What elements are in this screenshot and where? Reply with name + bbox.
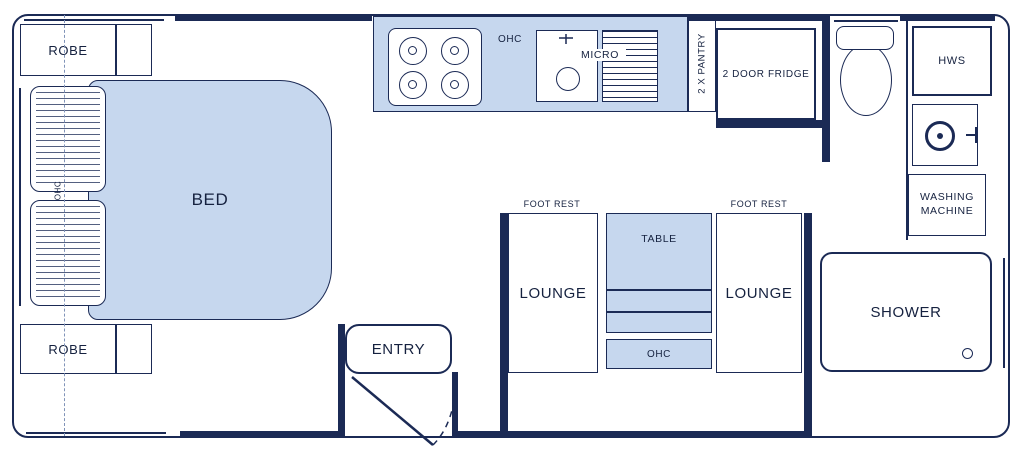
bedside-cabinet-top	[116, 24, 152, 76]
lounge-left: LOUNGE	[508, 213, 598, 373]
bedside-cabinet-bottom	[116, 324, 152, 374]
robe-bottom: ROBE	[20, 324, 116, 374]
cooktop-icon	[388, 28, 482, 106]
window-line	[24, 19, 164, 21]
burner-icon	[441, 71, 469, 99]
table-label: TABLE	[641, 233, 677, 245]
washing-machine-label: MACHINE	[920, 205, 974, 217]
bed-label: BED	[191, 190, 229, 209]
window-line	[19, 88, 21, 306]
hws-label: HWS	[938, 55, 966, 67]
robe-top: ROBE	[20, 24, 116, 76]
lounge-left-label: LOUNGE	[519, 284, 587, 302]
robe-top-label: ROBE	[48, 42, 88, 58]
burner-icon	[399, 71, 427, 99]
robe-bottom-label: ROBE	[48, 341, 88, 357]
pantry	[688, 16, 716, 112]
toilet-cistern-icon	[836, 26, 894, 50]
sink-icon	[536, 30, 598, 102]
pillow-hatch	[36, 92, 100, 186]
wall-segment	[500, 213, 508, 438]
vanity-tap-icon	[966, 127, 977, 143]
wall-segment	[180, 431, 345, 438]
sink-bowl-icon	[556, 67, 580, 91]
ohc-dinette-label: OHC	[646, 348, 672, 360]
drainer-icon	[602, 30, 658, 102]
hws-unit: HWS	[912, 26, 992, 96]
wall-segment	[455, 431, 810, 438]
shower-label: SHOWER	[870, 303, 942, 321]
centerline	[64, 15, 65, 436]
wall-segment	[452, 372, 458, 438]
bed: BED	[88, 80, 332, 320]
pillow-icon	[30, 86, 106, 192]
foot-rest-left-label: FOOT REST	[523, 199, 581, 209]
table-divider	[606, 311, 712, 313]
wall-segment	[906, 16, 908, 240]
toilet-bowl-icon	[840, 44, 892, 116]
foot-rest-right-label: FOOT REST	[730, 199, 788, 209]
shower: SHOWER	[820, 252, 992, 372]
sink-tap-icon	[559, 34, 573, 44]
vanity	[912, 104, 978, 166]
drain-icon	[962, 348, 973, 359]
wall-segment	[822, 14, 830, 162]
fridge-label: 2 DOOR FRIDGE	[722, 68, 810, 80]
table-divider	[606, 289, 712, 291]
wall-segment	[175, 14, 372, 21]
wall-segment	[716, 120, 830, 128]
door-swing-icon	[432, 378, 457, 446]
ohc-kitchen-label: OHC	[497, 34, 523, 45]
wall-segment	[804, 213, 812, 438]
washing-machine: WASHING MACHINE	[908, 174, 986, 236]
fridge: 2 DOOR FRIDGE	[716, 28, 816, 120]
ohc-dinette: OHC	[606, 339, 712, 369]
window-line	[26, 432, 166, 434]
lounge-right-label: LOUNGE	[725, 284, 793, 302]
micro-label: MICRO	[574, 49, 626, 61]
door-leaf-icon	[351, 376, 434, 446]
burner-icon	[399, 37, 427, 65]
entry-label: ENTRY	[371, 340, 426, 358]
entry: ENTRY	[345, 324, 452, 374]
wall-segment	[338, 324, 345, 438]
window-line	[1003, 258, 1005, 368]
window-line	[834, 20, 898, 22]
lounge-right: LOUNGE	[716, 213, 802, 373]
washing-machine-label: WASHING	[920, 191, 974, 204]
wall-segment	[688, 14, 830, 21]
burner-icon	[441, 37, 469, 65]
pillow-icon	[30, 200, 106, 306]
basin-icon	[925, 121, 955, 151]
wall-segment	[900, 14, 995, 21]
pillow-hatch	[36, 206, 100, 300]
dinette-table	[606, 213, 712, 333]
